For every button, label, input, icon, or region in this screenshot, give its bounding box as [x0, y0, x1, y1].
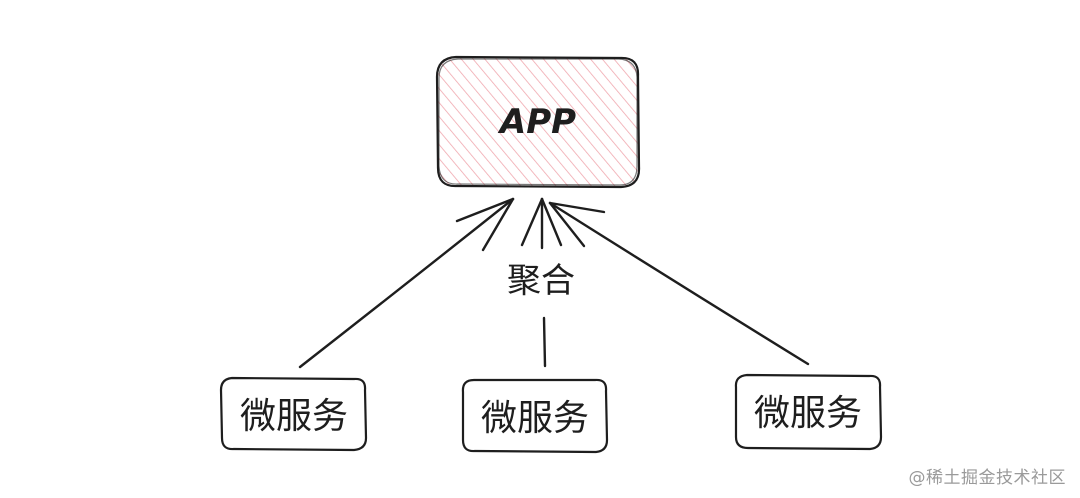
arrow-right-head-a	[548, 201, 606, 214]
arrow-right-head-b	[548, 201, 586, 248]
service-node-left: 微服务	[219, 376, 368, 452]
app-label: APP	[497, 102, 576, 142]
service-node-center: 微服务	[461, 378, 609, 454]
arrow-left-head-a	[455, 197, 515, 223]
app-node: APP	[435, 55, 641, 189]
app-node-border-second-pass	[438, 58, 638, 186]
service-node-right: 微服务	[734, 373, 883, 451]
app-node-border	[435, 55, 641, 189]
service-right-border	[734, 373, 883, 451]
service-center-border	[461, 378, 609, 454]
service-right-label: 微服务	[754, 393, 862, 434]
service-left-border	[219, 376, 368, 452]
arrow-center-head-b	[540, 197, 563, 247]
arrow-center-shaft-lower	[542, 316, 547, 368]
arrow-right-to-app	[548, 201, 810, 366]
service-center-label: 微服务	[481, 398, 589, 439]
arrow-left-to-app	[298, 197, 515, 369]
service-left-label: 微服务	[240, 396, 348, 437]
watermark: @稀土掘金技术社区	[908, 468, 1066, 488]
aggregate-label: 聚合	[507, 261, 575, 301]
arrow-left-head-b	[481, 197, 515, 252]
arrow-right-shaft	[548, 201, 810, 366]
arrow-center-head-a	[520, 197, 544, 247]
app-node-fill	[437, 58, 639, 186]
arrow-center-to-app	[520, 197, 563, 368]
arrow-left-shaft	[298, 197, 515, 369]
